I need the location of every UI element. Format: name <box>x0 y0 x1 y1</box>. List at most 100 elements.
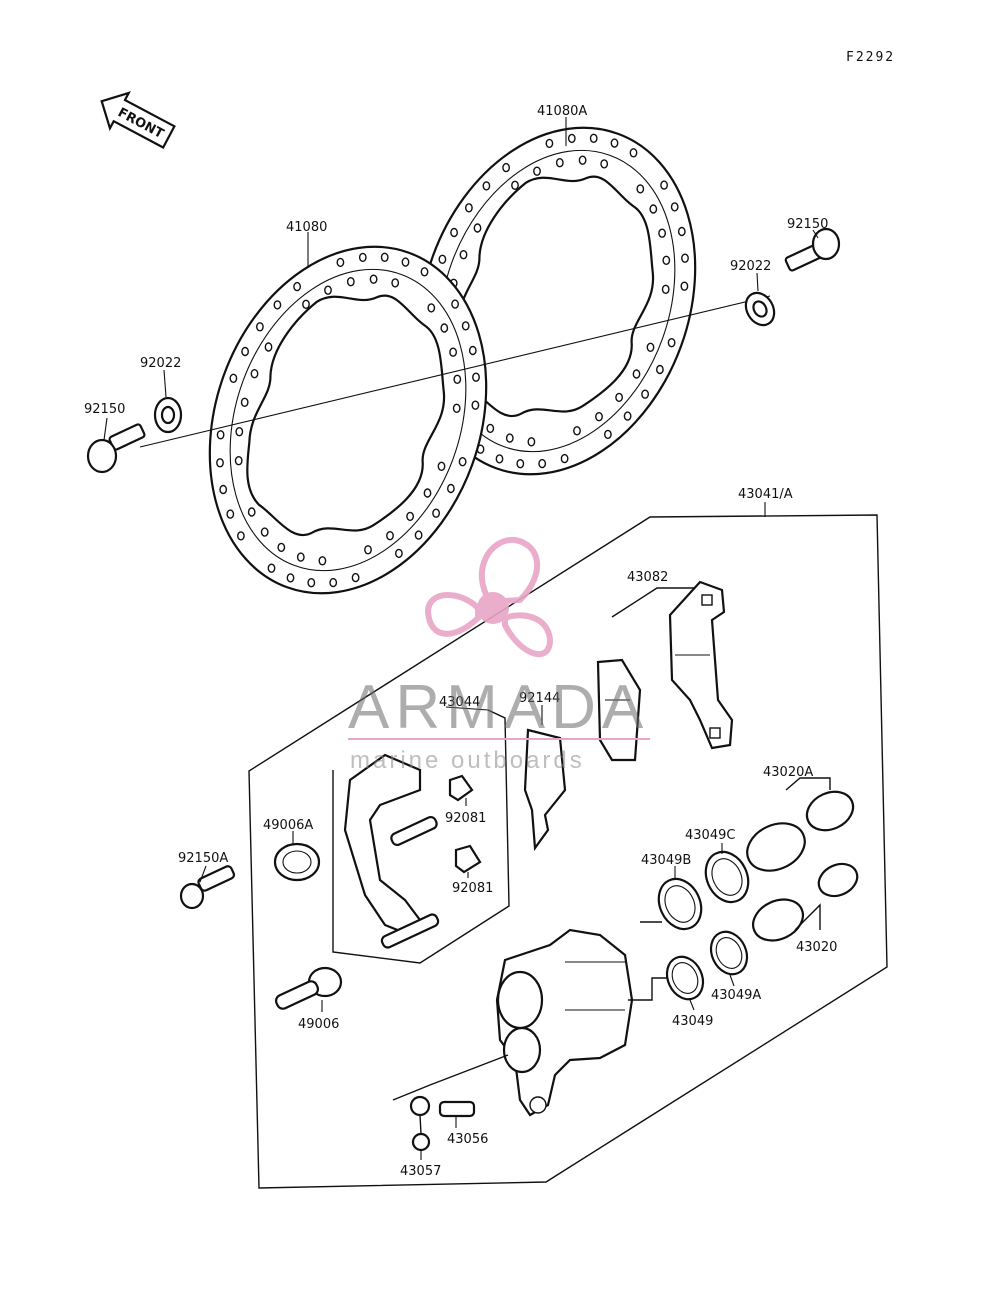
disc-hole <box>235 427 244 437</box>
disc-hole <box>595 412 603 422</box>
label-43056: 43056 <box>447 1132 488 1147</box>
disc-hole <box>662 255 671 265</box>
disc-41080-holes <box>216 252 480 588</box>
disc-hole <box>236 531 245 541</box>
label-92022-right: 92022 <box>730 259 771 274</box>
disc-hole <box>660 180 668 190</box>
disc-hole <box>661 284 670 294</box>
disc-hole <box>461 321 470 331</box>
disc-hole <box>656 364 664 375</box>
disc-hole <box>516 459 525 469</box>
disc-hole <box>358 252 367 263</box>
disc-hole <box>646 342 655 352</box>
disc-hole <box>380 252 389 262</box>
disc-hole <box>473 223 482 233</box>
disc-hole <box>241 346 250 357</box>
label-92022-left: 92022 <box>140 356 181 371</box>
disc-hole <box>538 458 547 469</box>
cap-43057 <box>392 1054 509 1160</box>
seal-43049b <box>657 866 703 931</box>
disc-hole <box>482 181 491 191</box>
disc-hole <box>472 372 480 382</box>
disc-hole <box>250 369 259 379</box>
disc-hole <box>670 202 679 212</box>
bolt-right-92150 <box>784 227 841 272</box>
label-41080a: 41080A <box>537 104 587 119</box>
disc-hole <box>386 531 394 541</box>
disc-hole <box>229 373 238 383</box>
disc-hole <box>471 400 480 410</box>
seal-43049 <box>665 955 705 1011</box>
disc-hole <box>681 253 689 263</box>
label-92144: 92144 <box>519 691 560 706</box>
disc-hole <box>464 203 473 213</box>
boot-49006 <box>274 966 343 1012</box>
label-43082: 43082 <box>627 570 668 585</box>
watermark-tagline: marine outboards <box>350 747 585 774</box>
disc-hole <box>680 281 689 291</box>
clip-lower-92081 <box>454 844 482 878</box>
disc-hole <box>658 228 666 238</box>
bleeder-43056 <box>438 1100 476 1128</box>
bolt-left-92150 <box>86 417 146 474</box>
disc-hole <box>545 138 554 149</box>
disc-hole <box>336 257 345 268</box>
label-92150a: 92150A <box>178 851 228 866</box>
disc-hole <box>414 530 423 540</box>
label-92081-lower: 92081 <box>452 881 493 896</box>
disc-hole <box>486 423 495 434</box>
boot-49006a <box>273 831 321 882</box>
disc-hole <box>667 338 676 348</box>
disc-hole <box>286 573 295 583</box>
disc-hole <box>604 429 612 440</box>
disc-hole <box>527 437 536 447</box>
disc-hole <box>533 166 541 176</box>
disc-hole <box>649 204 658 214</box>
watermark: ARMADA marine outboards <box>348 536 650 774</box>
disc-hole <box>468 345 477 356</box>
seal-43049a <box>709 930 749 987</box>
disc-hole <box>307 578 316 588</box>
disc-hole <box>555 157 564 168</box>
disc-hole <box>636 184 645 194</box>
disc-hole <box>573 426 581 436</box>
disc-hole <box>240 397 249 407</box>
seal-43049c <box>704 843 750 904</box>
disc-hole <box>420 267 429 277</box>
brake-pad-right <box>668 580 734 750</box>
disc-hole <box>293 281 301 292</box>
label-43041a: 43041/A <box>738 487 793 502</box>
disc-hole <box>219 484 228 495</box>
disc-hole <box>432 508 440 518</box>
disc-hole <box>234 456 243 466</box>
piston-43020 <box>752 862 859 942</box>
disc-hole <box>560 453 569 464</box>
label-92150-left: 92150 <box>84 402 125 417</box>
disc-hole <box>247 507 256 517</box>
label-43044: 43044 <box>439 695 480 710</box>
disc-hole <box>600 159 609 169</box>
disc-hole <box>453 374 462 384</box>
label-49006: 49006 <box>298 1017 339 1032</box>
disc-hole <box>394 548 403 559</box>
disc-hole <box>641 389 649 399</box>
label-43020: 43020 <box>796 940 837 955</box>
disc-hole <box>296 552 305 562</box>
caliper-assembly-box <box>248 514 888 1189</box>
disc-hole <box>446 483 455 494</box>
disc-hole <box>351 572 360 583</box>
brake-disc-41080 <box>208 245 488 595</box>
disc-hole <box>629 148 638 158</box>
label-49006a: 49006A <box>263 818 313 833</box>
disc-hole <box>449 347 457 357</box>
disc-hole <box>452 403 461 413</box>
disc-hole <box>440 323 449 333</box>
assembly-axis-line <box>139 295 771 448</box>
propeller-logo <box>424 536 554 658</box>
pad-spring-92144 <box>523 705 567 852</box>
front-direction-arrow: FRONT <box>100 91 176 149</box>
washer-left-92022 <box>153 369 183 434</box>
disc-hole <box>623 411 632 421</box>
disc-hole <box>589 133 598 144</box>
